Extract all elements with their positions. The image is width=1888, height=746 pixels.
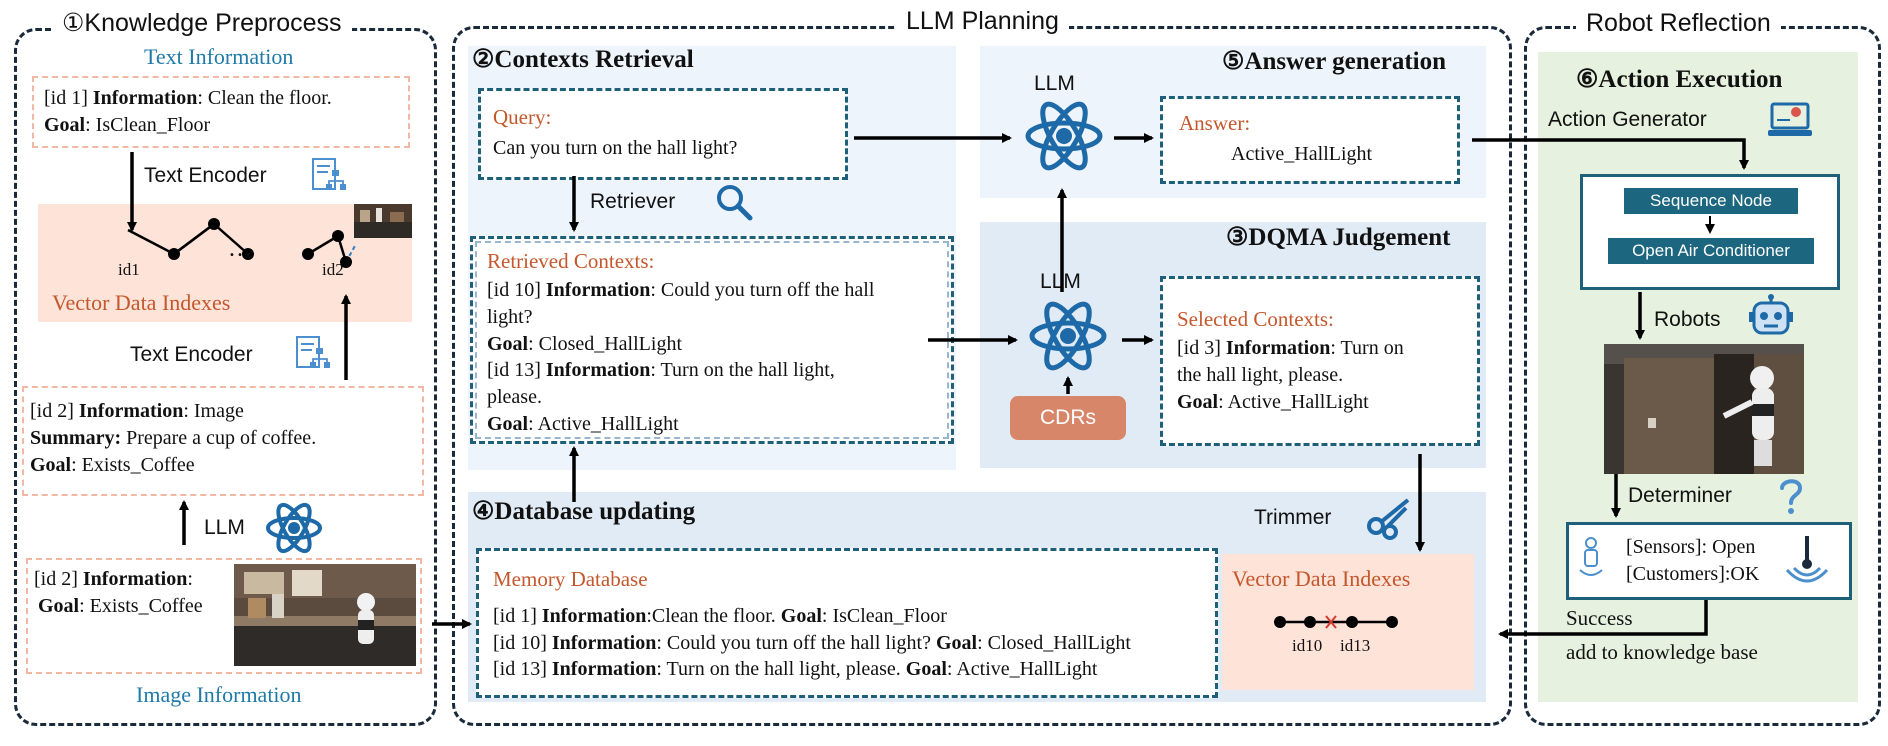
scissors-icon bbox=[1367, 498, 1410, 540]
retrieved-line-2: light? bbox=[487, 306, 533, 328]
robots-label: Robots bbox=[1654, 308, 1721, 331]
retrieved-line-4: [id 13] Information: Turn on the hall li… bbox=[487, 359, 835, 381]
retrieved-line-6: Goal: Active_HallLight bbox=[487, 413, 679, 435]
summary-card-line3: Goal: Exists_Coffee bbox=[30, 454, 195, 476]
action-execution-title: ⑥Action Execution bbox=[1576, 66, 1783, 93]
robot-head-icon bbox=[1749, 294, 1793, 335]
image-card-line2: Goal: Exists_Coffee bbox=[38, 595, 203, 617]
robot-photo bbox=[1604, 344, 1804, 474]
magnifier-icon bbox=[717, 185, 753, 221]
retriever-label: Retriever bbox=[590, 190, 676, 213]
image-summary-card: [id 2] Information: Image Summary: Prepa… bbox=[22, 386, 424, 496]
sensor-signal-icon bbox=[1785, 536, 1829, 583]
summary-card-line2: Summary: Prepare a cup of coffee. bbox=[30, 427, 317, 449]
selected-line-2: the hall light, please. bbox=[1177, 364, 1344, 386]
dqma-judgement-title: ③DQMA Judgement bbox=[1226, 224, 1451, 251]
image-information-title: Image Information bbox=[136, 682, 302, 707]
graph-label-id1: id1 bbox=[118, 260, 140, 279]
llm-label-answer: LLM bbox=[1034, 72, 1075, 95]
question-mark-icon bbox=[1780, 479, 1803, 514]
query-label: Query: bbox=[493, 105, 552, 129]
graph-ellipsis: … bbox=[228, 236, 252, 262]
answer-value: Active_HallLight bbox=[1231, 143, 1373, 165]
document-tree-icon bbox=[296, 336, 330, 368]
llm-label-knowledge: LLM bbox=[204, 516, 245, 539]
text-encoder-label-2: Text Encoder bbox=[130, 343, 253, 366]
document-tree-icon bbox=[312, 158, 346, 190]
query-box: Query: Can you turn on the hall light? bbox=[478, 88, 848, 180]
selected-contexts-label: Selected Contexts: bbox=[1177, 307, 1334, 331]
contexts-retrieval-title: ②Contexts Retrieval bbox=[472, 46, 694, 73]
image-card-line1: [id 2] Information: bbox=[34, 568, 193, 590]
determiner-label: Determiner bbox=[1628, 484, 1732, 507]
sensors-status: [Sensors]: Open bbox=[1626, 536, 1756, 558]
atom-icon bbox=[1029, 301, 1107, 371]
coffee-robot-photo bbox=[234, 564, 416, 666]
retrieved-line-5: please. bbox=[487, 386, 542, 408]
trimmer-label: Trimmer bbox=[1254, 506, 1332, 529]
memory-row-1: [id 1] Information:Clean the floor. Goal… bbox=[493, 605, 947, 627]
image-information-card: [id 2] Information: Goal: Exists_Coffee bbox=[26, 558, 422, 674]
trimmed-index-graph bbox=[1274, 615, 1398, 629]
retrieved-contexts-box: Retrieved Contexts: [id 10] Information:… bbox=[470, 236, 954, 444]
text-encoder-label-1: Text Encoder bbox=[144, 164, 267, 187]
text-information-card: [id 1] Information: Clean the floor. Goa… bbox=[32, 76, 410, 148]
memory-row-3: [id 13] Information: Turn on the hall li… bbox=[493, 658, 1098, 680]
open-air-conditioner-node: Open Air Conditioner bbox=[1608, 238, 1814, 264]
atom-icon bbox=[266, 502, 322, 554]
selected-line-3: Goal: Active_HallLight bbox=[1177, 391, 1369, 413]
query-text: Can you turn on the hall light? bbox=[493, 137, 738, 159]
knowledge-graph bbox=[127, 218, 357, 268]
sequence-node: Sequence Node bbox=[1624, 188, 1798, 214]
answer-box: Answer: Active_HallLight bbox=[1160, 96, 1460, 184]
index-label-id10: id10 bbox=[1292, 636, 1323, 655]
coffee-scene-thumbnail bbox=[354, 204, 412, 238]
answer-generation-title: ⑤Answer generation bbox=[1222, 48, 1447, 75]
memory-row-2: [id 10] Information: Could you turn off … bbox=[493, 632, 1131, 654]
vector-indexes-db-label: Vector Data Indexes bbox=[1232, 566, 1411, 591]
robot-reflection-title: Robot Reflection bbox=[1576, 8, 1781, 38]
add-to-knowledge-base-label: add to knowledge base bbox=[1566, 640, 1758, 664]
summary-card-line1: [id 2] Information: Image bbox=[30, 400, 244, 422]
customer-icon bbox=[1579, 537, 1603, 576]
memory-database-label: Memory Database bbox=[493, 567, 648, 591]
retrieved-line-1: [id 10] Information: Could you turn off … bbox=[487, 279, 875, 301]
selected-contexts-box: Selected Contexts: [id 3] Information: T… bbox=[1160, 276, 1480, 446]
vector-indexes-label: Vector Data Indexes bbox=[52, 290, 231, 315]
memory-database-box: Memory Database [id 1] Information:Clean… bbox=[476, 548, 1218, 698]
success-label: Success bbox=[1566, 606, 1633, 630]
llm-planning-title: LLM Planning bbox=[896, 6, 1069, 36]
text-card-line1: [id 1] Information: Clean the floor. bbox=[44, 87, 332, 109]
laptop-icon bbox=[1768, 102, 1812, 136]
graph-label-id2: id2 bbox=[322, 260, 344, 279]
selected-line-1: [id 3] Information: Turn on bbox=[1177, 337, 1404, 359]
index-label-id13: id13 bbox=[1340, 636, 1371, 655]
atom-icon bbox=[1025, 101, 1103, 171]
action-generator-label: Action Generator bbox=[1548, 108, 1707, 131]
retrieved-line-3: Goal: Closed_HallLight bbox=[487, 333, 683, 355]
text-card-line2: Goal: IsClean_Floor bbox=[44, 114, 211, 136]
knowledge-preprocess-title: ①Knowledge Preprocess bbox=[52, 8, 352, 38]
database-updating-title: ④Database updating bbox=[472, 498, 696, 525]
text-information-title: Text Information bbox=[144, 44, 294, 69]
cdrs-block: CDRs bbox=[1010, 396, 1126, 440]
customers-status: [Customers]:OK bbox=[1626, 563, 1760, 585]
answer-label: Answer: bbox=[1179, 111, 1251, 135]
retrieved-contexts-label: Retrieved Contexts: bbox=[487, 249, 655, 273]
